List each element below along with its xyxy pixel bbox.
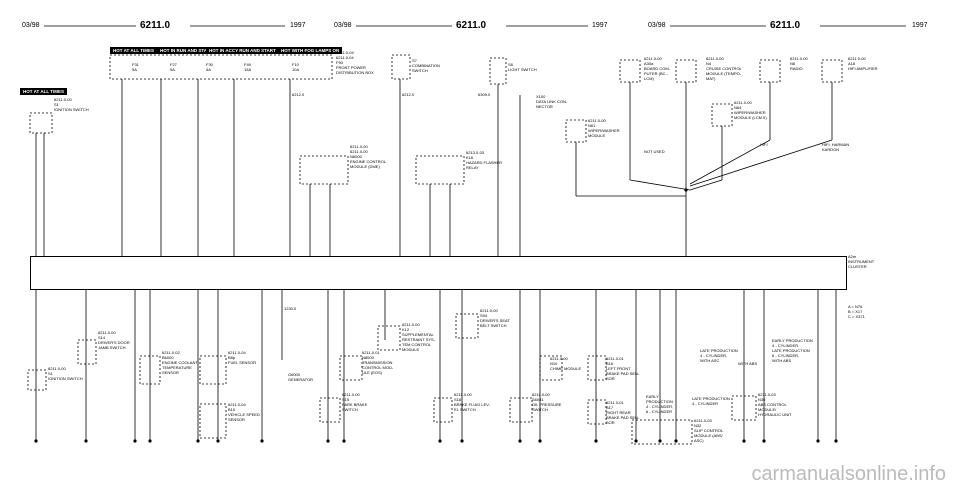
cruise-control-label: 6211.0-00 N4 CRUISE CONTROL MODULE (TEMP… (706, 56, 742, 81)
wire-ref: 6212.0 (292, 92, 305, 97)
engine-control-label: 6211.0-00 6211.0-00 N6000 ENGINE CONTROL… (350, 144, 387, 169)
hazard-relay-label: 6213.0-03 K16 HAZARD FLASHER RELAY (466, 150, 503, 170)
not-used-label: NOT USED (644, 149, 665, 154)
seat-belt-label: 6211.0-00 S94 DRIVER'S SEAT BELT SWITCH (480, 308, 510, 328)
header-date: 03/98 (648, 22, 666, 29)
header-date: 03/98 (22, 22, 40, 29)
hot-tag-1: HOT AT ALL TIMES (110, 47, 157, 54)
header-date: 03/98 (334, 22, 352, 29)
instrument-cluster-box (30, 256, 847, 290)
hifi-amp-label: 6211.0-00 A18 HIFI AMPLIFIER (848, 56, 878, 71)
brake-pad-lf-label: 6211.0-01 B16 LEFT FRONT BRAKE PAD SEN- … (606, 356, 640, 381)
combination-switch-label: S7 COMBINATION SWITCH (412, 58, 440, 73)
fuel-sensor-label: 6211.0-04 B8p FUEL SENSOR (228, 350, 257, 365)
hifi-harman-label: HIFI, HARMAN KARDON (822, 142, 850, 152)
hifi-label: HIFI (760, 142, 768, 147)
oil-pressure-label: 6211.0-00 S6031 OIL PRESSURE SWITCH (532, 392, 562, 412)
ignition-switch-top-label: 6211.0-00 S1 IGNITION SWITCH (54, 97, 89, 112)
header-code: 6211.0 (140, 20, 171, 31)
hot-tag-3: HOT IN ACCY RUN AND START (206, 47, 279, 54)
wiper-module2-label: 6211.0-00 N64 WIPER/WASHER MODULE (LCM I… (734, 100, 767, 120)
hot-tag-2: HOT IN RUN AND START (157, 47, 216, 54)
fuse-f30: F30 5A (206, 62, 213, 72)
header-code: 6211.0 (770, 20, 801, 31)
wire-ref: 1230.0 (284, 306, 297, 311)
hot-tag-left: HOT AT ALL TIMES (20, 88, 67, 95)
header-code: 6211.0 (456, 20, 487, 31)
coolant-sensor-label: 6211.0-02 B6000 ENGINE COOLANT TEMPERATU… (162, 350, 198, 375)
radio-label: 6211.0-00 N6 RADIO (790, 56, 808, 71)
brake-fluid-label: 6211.0-00 S18 BRAKE FLUID LEV- EL SWITCH (454, 392, 491, 412)
late-production-1: LATE PRODUCTION 4 - CYLINDER, WITH ASC (700, 348, 738, 363)
header-year: 1997 (592, 22, 608, 29)
fuse-f49: F49 15A (244, 62, 252, 72)
fuse-f10: F10 10A (292, 62, 300, 72)
wiper-module-label: 6211.0-00 N61 WIPER/WASHER MODULE (588, 118, 620, 138)
early-production-2: EARLY PRODUCTION 4 - CYLINDER, 6 - CYLIN… (646, 394, 674, 414)
wire-ref: 6309.0 (478, 92, 491, 97)
brake-pad-rr-label: 6211.0-01 B17 RIGHT REAR BRAKE PAD SEN- … (606, 400, 640, 425)
instrument-cluster-label: A2m INSTRUMENT CLUSTER (848, 254, 875, 269)
power-distribution-box: 6211.0-04 6211.0-04 F90 FRONT POWER DIST… (336, 50, 374, 75)
data-link-label: X100 DATA LINK CON- NECTOR (536, 94, 568, 109)
slip-control-label: 6211.0-03 N32 SLIP CONTROL MODULE (ABS/ … (694, 418, 724, 443)
chime-label: 6211.0-00 N10 CHIME MODULE (550, 356, 582, 371)
with-abs: WITH ABS (738, 361, 758, 366)
late-production-2: LATE PRODUCTION 4 - CYLINDER (692, 396, 730, 406)
abs-control-label: 6211.0-03 N30 ABS CONTROL MODULE/ HYDRAU… (758, 392, 792, 417)
light-switch-label: S8 LIGHT SWITCH (508, 62, 537, 72)
connector-legend: A = N76 B = X17 C = X371 (848, 304, 865, 319)
header-year: 1997 (912, 22, 928, 29)
watermark: carmanualsonline.info (751, 463, 946, 485)
fuse-f27: F27 5A (170, 62, 177, 72)
park-brake-label: 6211.0-00 S15 PARK BRAKE SWITCH (342, 392, 368, 412)
drivers-door-label: 6211.0-00 S14 DRIVER'S DOOR JAMB SWITCH (98, 330, 130, 350)
trans-module-label: 6211.0-01 N8000 TRANSMISSION CONTROL MOD… (362, 350, 394, 375)
speed-sensor-label: 6211.0-04 B10 VEHICLE SPEED SENSOR (228, 402, 260, 422)
generator-label: G6000 GENERATOR (288, 372, 313, 382)
hot-tag-4: HOT WITH FOG LAMPS ON (278, 47, 343, 54)
board-computer-label: 6211.0-00 A30a BOARD COM- PUTER (BC - LC… (644, 56, 670, 81)
ignition-switch-bottom-label: 6211.0-00 S1 IGNITION SWITCH (48, 366, 83, 381)
srs-module-label: 6211.0-00 K12 SUPPLEMENTAL RESTRAINT SYS… (402, 322, 436, 352)
fuse-f31: F31 5A (132, 62, 139, 72)
header-year: 1997 (290, 22, 306, 29)
wire-ref: 6212.0 (402, 92, 415, 97)
early-production-1: EARLY PRODUCTION 4 - CYLINDER, LATE PROD… (772, 338, 813, 363)
